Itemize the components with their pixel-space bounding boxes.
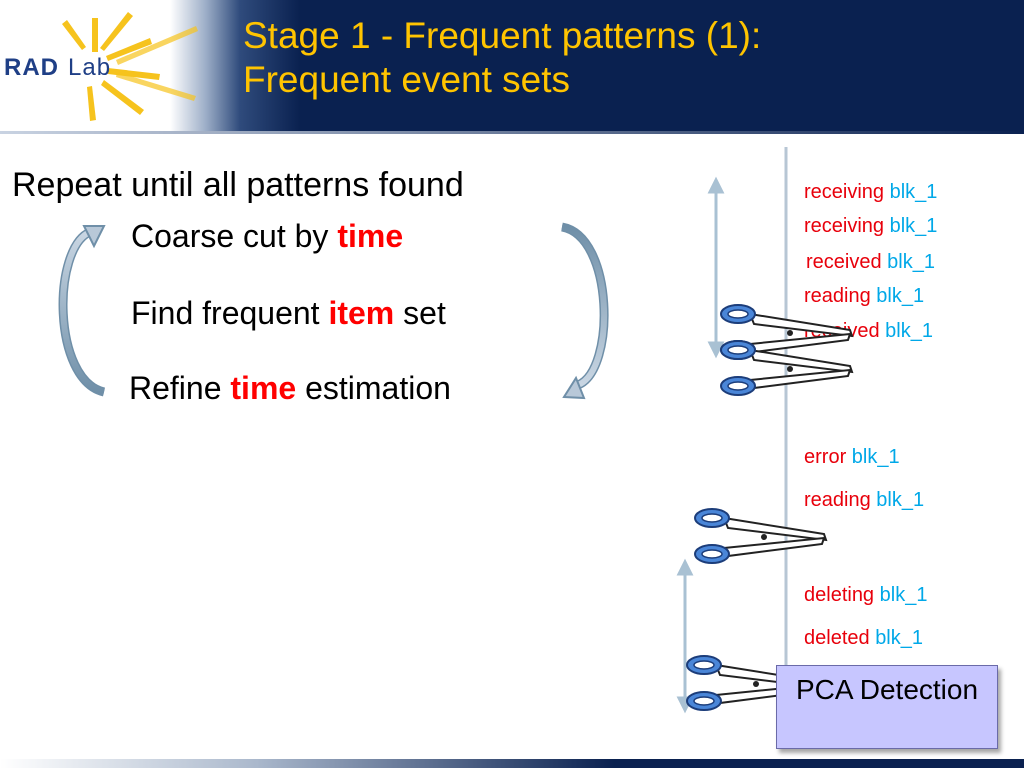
slide-footer <box>0 759 1024 768</box>
step-coarse-cut: Coarse cut by time <box>131 218 403 255</box>
event-action: deleted <box>804 627 870 649</box>
log-event: reading blk_1 <box>804 285 924 308</box>
rad-lab-logo: RAD Lab <box>4 12 198 121</box>
step-find-frequent: Find frequent item set <box>131 295 446 332</box>
event-block: blk_1 <box>885 320 933 342</box>
event-action: reading <box>804 285 871 307</box>
event-block: blk_1 <box>875 627 923 649</box>
event-action: receiving <box>804 181 885 203</box>
repeat-intro: Repeat until all patterns found <box>12 166 464 204</box>
step-keyword: item <box>328 295 395 331</box>
log-event: received blk_1 <box>806 251 935 274</box>
step-text: estimation <box>296 370 451 406</box>
header-rule <box>0 131 1024 134</box>
step-refine: Refine time estimation <box>129 370 451 407</box>
svg-text:Lab: Lab <box>68 54 111 81</box>
event-action: reading <box>804 489 871 511</box>
right-curved-arrow-icon <box>560 222 609 400</box>
step-text: set <box>394 295 446 331</box>
window-double-arrow-icon <box>707 176 725 359</box>
log-event: receiving blk_1 <box>804 215 937 238</box>
log-event: error blk_1 <box>804 446 900 469</box>
title-line-2: Frequent event sets <box>243 59 571 100</box>
log-event: reading blk_1 <box>804 489 924 512</box>
event-block: blk_1 <box>887 251 935 273</box>
event-block: blk_1 <box>889 181 938 203</box>
event-action: deleting <box>804 584 875 606</box>
pca-detection-box: PCA Detection <box>776 665 998 749</box>
event-action: error <box>804 446 847 468</box>
event-action: receiving <box>804 215 885 237</box>
step-keyword: time <box>230 370 297 406</box>
svg-text:RAD: RAD <box>4 54 59 81</box>
left-curved-arrow-icon <box>58 225 106 397</box>
event-block: blk_1 <box>876 285 925 307</box>
event-block: blk_1 <box>876 489 925 511</box>
log-event: receiving blk_1 <box>804 181 937 204</box>
step-text: Coarse cut by <box>131 218 338 254</box>
title-line-1: Stage 1 - Frequent patterns (1): <box>243 15 762 56</box>
log-event: deleting blk_1 <box>804 584 927 607</box>
event-action: received <box>806 251 882 273</box>
logo-sunburst-icon <box>62 12 198 121</box>
slide-title: Stage 1 - Frequent patterns (1): Frequen… <box>243 14 1003 102</box>
slide-header <box>0 0 1024 131</box>
step-text: Find frequent <box>131 295 329 331</box>
event-block: blk_1 <box>851 446 900 468</box>
scissors-icon <box>720 340 853 396</box>
scissors-icon <box>694 508 827 564</box>
log-event: deleted blk_1 <box>804 627 923 650</box>
step-keyword: time <box>337 218 404 254</box>
event-block: blk_1 <box>889 215 938 237</box>
step-text: Refine <box>129 370 231 406</box>
event-block: blk_1 <box>879 584 928 606</box>
